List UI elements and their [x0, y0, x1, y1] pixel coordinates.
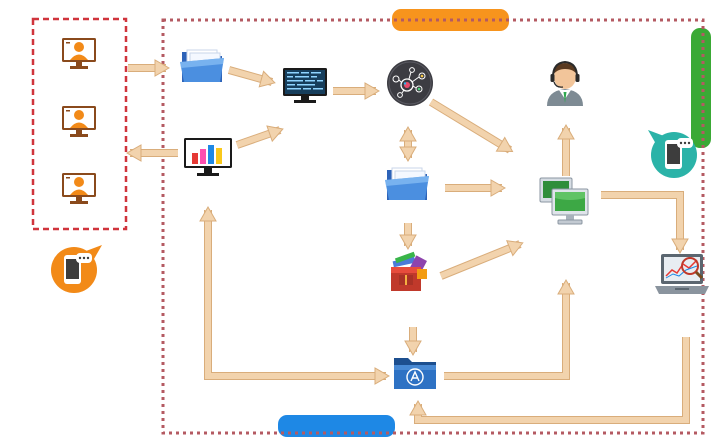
arrow-head: [125, 144, 142, 162]
laptop-analytics-icon: [655, 254, 709, 294]
user-monitor-icon: [62, 106, 96, 137]
flow-arrow: [444, 283, 569, 379]
arrow-head: [671, 238, 689, 255]
arrow-head: [399, 125, 417, 142]
arrow-head: [266, 125, 284, 143]
user-monitor-icon: [62, 38, 96, 69]
arrow-head: [495, 136, 514, 153]
chart-monitor-icon: [184, 138, 232, 176]
arrow-head: [364, 82, 381, 100]
flow-arrow: [205, 210, 386, 379]
flow-arrow: [601, 192, 683, 250]
support-agent-icon: [547, 60, 583, 106]
code-monitor-icon: [283, 68, 327, 103]
mobile-chat-icon: [51, 245, 102, 293]
right-pill: [691, 28, 711, 148]
computer-group-icon: [539, 177, 589, 225]
mobile-chat-icon: [648, 130, 697, 178]
arrow-shaft-outline: [601, 191, 684, 250]
toolbox-icon: [391, 251, 427, 291]
arrow-head: [506, 240, 524, 257]
arrow-head: [374, 367, 391, 385]
arrow-shaft-outline: [204, 210, 386, 380]
arrow-head: [490, 179, 507, 197]
arrow-head: [557, 123, 575, 140]
arrow-head: [199, 205, 217, 222]
arrow-head: [557, 278, 575, 295]
arrow-head: [404, 340, 422, 357]
network-hub-icon: [387, 60, 433, 106]
folder-icon: [180, 49, 224, 82]
arrow-group: [125, 59, 690, 424]
folder-icon: [385, 167, 429, 200]
user-group-frame: [31, 17, 128, 231]
arrow-head: [399, 234, 417, 251]
user-monitor-icon: [62, 173, 96, 204]
flow-arrow: [429, 99, 512, 153]
arrow-shaft-outline: [444, 283, 570, 380]
arrow-head: [258, 70, 276, 88]
app-folder-icon: [394, 358, 436, 389]
arrow-head: [154, 59, 171, 77]
arrow-head: [409, 399, 427, 416]
arrow-head: [399, 146, 417, 163]
flow-arrow: [439, 241, 522, 279]
